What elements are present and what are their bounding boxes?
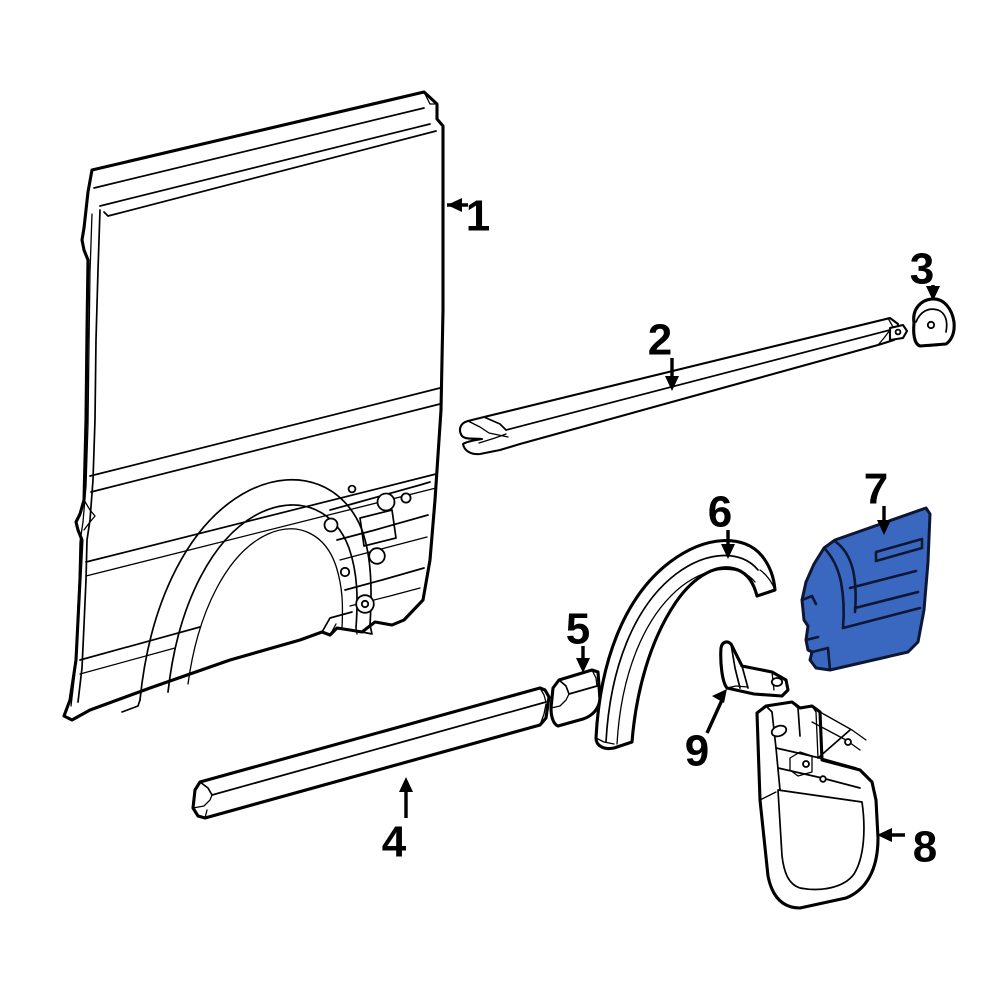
part-2-upper-body-side-moulding[interactable]: [458, 316, 909, 456]
locator-hole: [376, 492, 396, 512]
callout-leader-8: [877, 828, 905, 842]
callout-leader-5: [576, 646, 590, 673]
callout-label-9: 9: [685, 727, 709, 776]
callout-label-7: 7: [864, 465, 888, 514]
flap-mount-hole: [802, 760, 810, 768]
access-cutout: [359, 509, 397, 547]
part-3-moulding-end-cap-clip[interactable]: [912, 297, 956, 348]
locator-hole: [347, 484, 357, 494]
callout-label-1: 1: [466, 192, 490, 241]
part-5-moulding-end-cap[interactable]: [549, 668, 602, 728]
callout-leader-4: [399, 777, 413, 818]
locator-hole: [339, 566, 351, 578]
callout-leader-6: [721, 530, 735, 559]
clip-hole: [926, 320, 936, 330]
callout-label-4: 4: [382, 818, 407, 867]
locator-hole: [368, 547, 386, 565]
part-4-lower-body-side-moulding[interactable]: [191, 686, 551, 820]
locator-hole: [400, 492, 412, 504]
callout-leader-2: [665, 358, 679, 391]
part-9-mud-flap-mounting-bracket[interactable]: [719, 640, 790, 698]
locator-hole: [323, 517, 339, 533]
callout-label-3: 3: [910, 245, 934, 294]
callout-leader-9: [705, 689, 727, 734]
locator-hole-inner: [360, 599, 370, 609]
callout-leader-7: [877, 506, 891, 535]
callout-label-6: 6: [708, 488, 732, 537]
callout-label-5: 5: [566, 605, 590, 654]
flap-mount-hole: [844, 738, 852, 746]
moulding-end-hole: [894, 328, 902, 336]
callout-leader-3: [926, 285, 940, 301]
part-6-wheel-opening-flare-moulding[interactable]: [594, 538, 777, 751]
callout-label-2: 2: [648, 316, 672, 365]
callout-leader-1: [447, 198, 468, 212]
part-1-body-side-outer-panel[interactable]: [62, 90, 445, 722]
part-8-mud-flap-splash-guard[interactable]: [755, 700, 880, 910]
callout-label-8: 8: [913, 823, 937, 872]
bracket-hole: [770, 677, 784, 687]
part-7-rear-quarter-cladding-panel[interactable]: [800, 506, 932, 672]
flap-mount-hole: [770, 724, 788, 738]
flap-mount-hole: [819, 775, 827, 783]
